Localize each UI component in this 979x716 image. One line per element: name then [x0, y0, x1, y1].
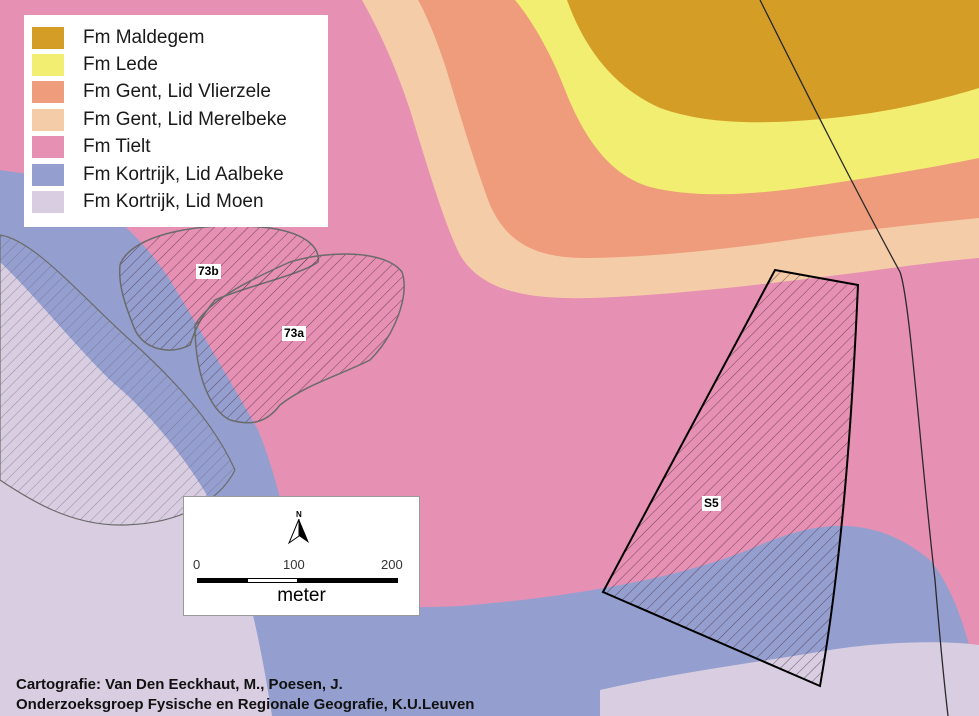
legend-swatch — [32, 191, 64, 214]
legend-label: Fm Gent, Lid Vlierzele — [83, 81, 271, 103]
legend-item-fm-gent-vlierzele: Fm Gent, Lid Vlierzele — [32, 79, 328, 106]
legend-item-fm-maldegem: Fm Maldegem — [32, 24, 328, 51]
parcel-s5 — [601, 268, 860, 688]
zone-fm-maldegem — [567, 0, 979, 123]
legend-label: Fm Lede — [83, 54, 158, 76]
parcel-label-73b: 73b — [196, 264, 221, 279]
parcel-label-73a: 73a — [282, 326, 307, 341]
legend-item-fm-tielt: Fm Tielt — [32, 134, 328, 161]
legend-item-fm-kortrijk-aalbeke: Fm Kortrijk, Lid Aalbeke — [32, 161, 328, 188]
zone-fm-kortrijk-moen-south — [600, 642, 979, 716]
legend-label: Fm Tielt — [83, 136, 151, 158]
scale-segment-1 — [197, 578, 248, 583]
legend-label: Fm Gent, Lid Merelbeke — [83, 108, 287, 130]
parcel-west-hatched — [0, 234, 236, 526]
legend-item-fm-gent-merelbeke: Fm Gent, Lid Merelbeke — [32, 106, 328, 133]
scale-segment-3 — [297, 578, 398, 583]
legend-swatch — [32, 81, 64, 104]
scale-unit-label: meter — [277, 585, 326, 606]
legend-item-fm-lede: Fm Lede — [32, 51, 328, 78]
scale-tick-100: 100 — [283, 557, 305, 572]
scale-bar: N 0 100 200 meter — [183, 496, 420, 616]
north-arrow-icon — [288, 519, 309, 545]
legend-swatch — [32, 26, 64, 49]
credits-line-2: Onderzoeksgroep Fysische en Regionale Ge… — [16, 696, 475, 713]
legend-swatch — [32, 108, 64, 131]
legend-label: Fm Kortrijk, Lid Moen — [83, 191, 264, 213]
scale-tick-200: 200 — [381, 557, 403, 572]
parcel-label-s5: S5 — [702, 496, 721, 511]
credits-line-1: Cartografie: Van Den Eeckhaut, M., Poese… — [16, 676, 343, 693]
map-credits: Cartografie: Van Den Eeckhaut, M., Poese… — [16, 675, 474, 715]
legend-swatch — [32, 163, 64, 186]
legend-item-fm-kortrijk-moen: Fm Kortrijk, Lid Moen — [32, 188, 328, 215]
boundary-line — [759, 0, 949, 716]
scale-segment-2 — [247, 578, 298, 583]
legend-swatch — [32, 136, 64, 159]
map-legend: Fm Maldegem Fm Lede Fm Gent, Lid Vlierze… — [24, 15, 328, 227]
north-label: N — [296, 510, 302, 519]
scale-tick-0: 0 — [193, 557, 201, 572]
legend-label: Fm Maldegem — [83, 26, 205, 48]
legend-swatch — [32, 54, 64, 77]
legend-label: Fm Kortrijk, Lid Aalbeke — [83, 163, 284, 185]
